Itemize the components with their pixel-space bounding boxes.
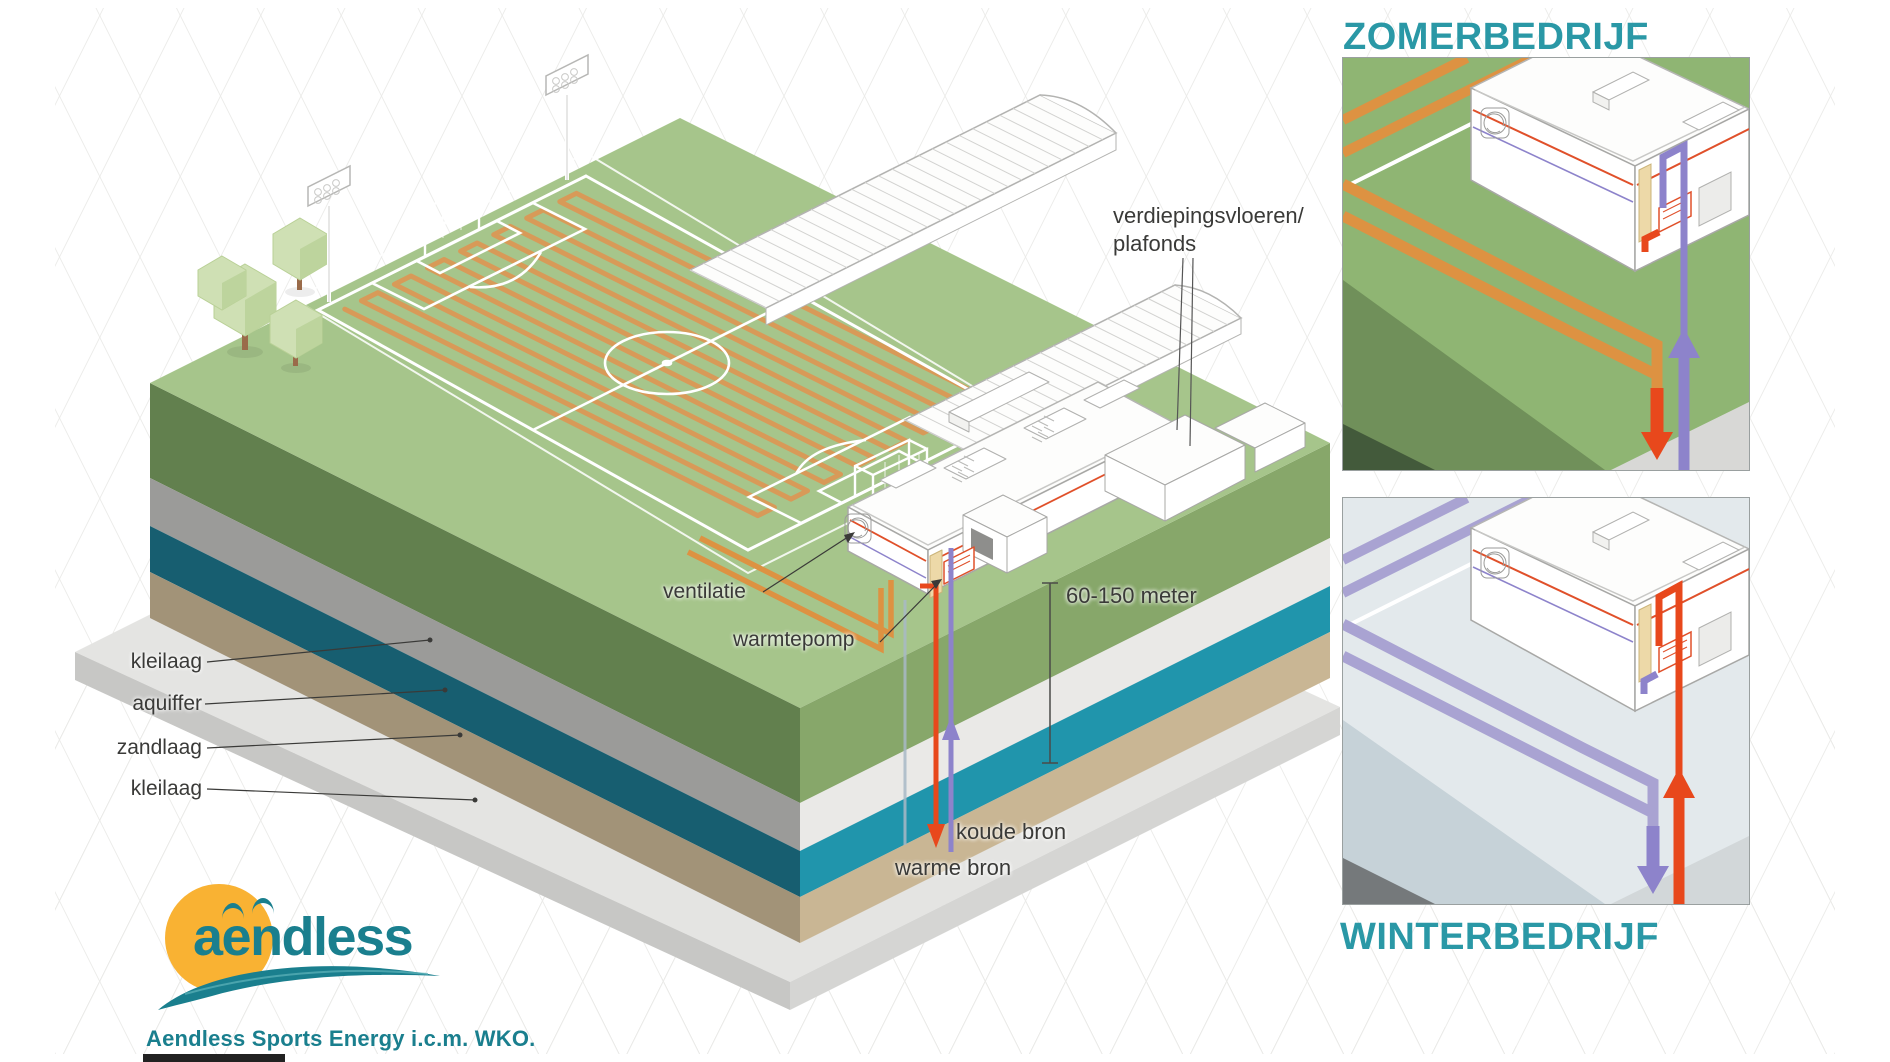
grandstand: [688, 94, 1118, 326]
label-clay-layer-top: kleilaag: [130, 650, 202, 673]
wave-logo-icon: [158, 966, 440, 1010]
winter-detail-panel: [1342, 497, 1750, 905]
warm-return-pipe: [686, 549, 884, 654]
summer-panel-title: ZOMERBEDRIJF: [1343, 16, 1649, 58]
bottom-crop-bar: [143, 1054, 285, 1062]
label-ventilation: ventilatie: [663, 580, 746, 603]
tree-icon: [269, 299, 323, 373]
summer-detail-panel: [1342, 57, 1750, 471]
label-cold-well: koude bron: [956, 819, 1067, 844]
warm-flow-arrow: [1663, 768, 1695, 798]
main-isometric-illustration: [75, 53, 1340, 1010]
label-floors-line2: plafonds: [1113, 231, 1197, 256]
logo-eye-arc-icon: [252, 898, 274, 914]
cold-flow-arrow: [1668, 328, 1700, 358]
cold-flow-arrow: [1637, 866, 1669, 894]
soccer-goal: [405, 189, 481, 256]
label-heat-pump: warmtepomp: [733, 628, 855, 651]
winter-panel-title: WINTERBEDRIJF: [1340, 916, 1659, 958]
soccer-field-markings: [291, 151, 1043, 575]
depth-dimension-line: [1042, 582, 1058, 764]
cold-flow-arrow: [942, 716, 960, 740]
tree-icon: [272, 217, 328, 297]
grass-surface: [150, 118, 1330, 708]
sports-building: [844, 371, 1306, 599]
warm-supply-pipe: [698, 535, 894, 639]
field-heating-coils: [342, 190, 992, 519]
winter-pipes: [1343, 580, 1695, 904]
label-floors-ceilings: verdiepingsvloeren/ plafonds: [1113, 202, 1304, 258]
label-sand-layer: zandlaag: [116, 736, 202, 759]
label-warm-well: warme bron: [895, 855, 1012, 880]
trees: [197, 217, 328, 373]
label-clay-layer-bottom: kleilaag: [130, 777, 202, 800]
floodlight-icon: [307, 164, 351, 302]
logo-tagline: Aendless Sports Energy i.c.m. WKO.: [146, 1026, 536, 1051]
soil-layer-faces: [150, 383, 1330, 943]
dark-corner: [1343, 858, 1435, 904]
grass-front-face: [1343, 280, 1605, 470]
floodlight-icon: [545, 53, 589, 180]
warm-flow-arrow: [1641, 432, 1673, 460]
logo-graphics: [158, 884, 440, 1010]
label-depth: 60-150 meter: [1066, 583, 1197, 608]
tree-icon: [197, 255, 247, 311]
leader-lines: [204, 257, 1194, 803]
sun-logo-icon: [165, 884, 273, 992]
summer-pipes: [1343, 140, 1700, 470]
ice-front-face: [1343, 720, 1605, 904]
warm-flow-arrow: [927, 824, 945, 848]
logo-eye-arc-icon: [222, 903, 244, 919]
label-floors-line1: verdiepingsvloeren/: [1113, 203, 1304, 228]
grass-dark-corner: [1343, 424, 1435, 470]
label-aquifer-layer: aquiffer: [132, 692, 202, 715]
ventilation-fan-icon: [844, 513, 872, 544]
